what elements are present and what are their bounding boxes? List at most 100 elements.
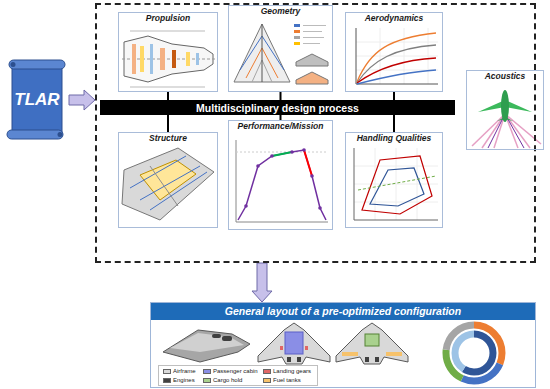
propulsion-figure-part bbox=[196, 53, 199, 65]
geometry-figure-part bbox=[303, 43, 320, 44]
mission-figure-part bbox=[236, 140, 328, 222]
handling-figure-part-part bbox=[375, 148, 376, 220]
panel-title: Performance/Mission bbox=[238, 122, 324, 132]
link-line bbox=[167, 115, 169, 132]
discipline-panel: Performance/Mission bbox=[228, 120, 333, 230]
geometry-figure-part bbox=[303, 25, 326, 26]
aerodynamics-figure-part-part bbox=[404, 28, 405, 84]
handling-figure-part bbox=[370, 168, 424, 206]
aerodynamics-figure-part-part bbox=[356, 56, 438, 57]
aerodynamics-figure-part bbox=[356, 28, 438, 84]
structure-figure-part bbox=[130, 156, 186, 188]
acoustics-figure-part bbox=[472, 114, 541, 148]
mission-figure-part bbox=[244, 148, 322, 210]
legend-swatch bbox=[263, 378, 271, 383]
discipline-panel: Propulsion bbox=[118, 12, 218, 92]
scroll-outline-part bbox=[11, 62, 16, 67]
structure-figure-part bbox=[122, 148, 214, 220]
handling-figure-part bbox=[354, 148, 438, 220]
mission-figure-part-part bbox=[256, 164, 260, 168]
link-line bbox=[393, 92, 395, 100]
mission-figure-part-part bbox=[310, 174, 314, 178]
panel-title: Acoustics bbox=[485, 72, 526, 82]
acoustics-figure-part bbox=[497, 117, 513, 121]
legend-label: Landing gears bbox=[273, 368, 311, 374]
legend-swatch bbox=[163, 369, 171, 374]
panel-title: Handling Qualities bbox=[357, 134, 432, 144]
legend-label: Cargo hold bbox=[213, 377, 242, 383]
panel-title: Structure bbox=[149, 134, 187, 144]
legend-item: Fuel tanks bbox=[263, 377, 301, 383]
legend-label: Airframe bbox=[173, 368, 196, 374]
panel-title: General layout of a pre-optimized config… bbox=[225, 303, 461, 319]
aerodynamics-figure bbox=[356, 28, 438, 84]
legend-label: Engines bbox=[173, 377, 195, 383]
structure-figure bbox=[122, 148, 214, 220]
propulsion-figure-part bbox=[172, 50, 176, 68]
legend-swatch bbox=[203, 369, 211, 374]
handling-figure-part bbox=[362, 156, 432, 214]
geometry-figure-part bbox=[303, 37, 324, 38]
geometry-figure-part bbox=[296, 72, 328, 84]
legend-item: Airframe bbox=[163, 368, 196, 374]
acoustics-figure bbox=[472, 90, 541, 148]
panel-title: Aerodynamics bbox=[365, 14, 424, 24]
flow-arrow bbox=[69, 90, 95, 110]
link-line bbox=[393, 115, 395, 132]
aerodynamics-figure-part bbox=[357, 45, 436, 83]
aerodynamics-figure-part-part bbox=[428, 28, 429, 84]
propulsion-figure-part bbox=[186, 52, 190, 66]
process-bar: Multidisciplinary design process bbox=[100, 100, 455, 115]
discipline-panel: Handling Qualities bbox=[345, 132, 443, 228]
mission-figure-part-part bbox=[318, 206, 322, 210]
link-line bbox=[167, 92, 169, 100]
input-scroll: TLAR bbox=[5, 58, 69, 142]
aerodynamics-figure-part-part bbox=[380, 28, 381, 84]
legend-swatch bbox=[263, 369, 271, 374]
propulsion-figure-part bbox=[160, 48, 165, 70]
mission-figure-part bbox=[236, 152, 328, 153]
mission-figure bbox=[236, 140, 328, 222]
propulsion-figure bbox=[122, 31, 215, 87]
panel-title: Propulsion bbox=[146, 14, 190, 24]
legend-item: Landing gears bbox=[263, 368, 311, 374]
mission-figure-part-part bbox=[244, 204, 248, 208]
mission-figure-part-part bbox=[290, 150, 294, 154]
mission-figure-part bbox=[238, 150, 326, 220]
propulsion-figure-part bbox=[132, 44, 136, 74]
legend-box: Airframe Passenger cabin Landing gearsEngi… bbox=[158, 365, 318, 386]
legend-item: Cargo hold bbox=[203, 377, 242, 383]
propulsion-figure-part bbox=[150, 44, 153, 74]
geometry-figure-part bbox=[294, 36, 300, 39]
input-label: TLAR bbox=[14, 90, 59, 110]
mission-figure-part bbox=[304, 150, 312, 176]
legend-item: Passenger cabin bbox=[203, 368, 258, 374]
propulsion-figure-part bbox=[130, 31, 205, 32]
scroll-outline-part bbox=[9, 60, 65, 69]
geometry-figure-part bbox=[294, 42, 300, 45]
handling-figure-part bbox=[358, 176, 436, 190]
discipline-panel: Aerodynamics bbox=[345, 12, 443, 92]
handling-figure bbox=[354, 148, 438, 220]
aerodynamics-figure-part bbox=[357, 58, 436, 83]
propulsion-figure-part bbox=[140, 46, 144, 72]
process-frame: Propulsion Geometry AerodynamicsMultidisci… bbox=[95, 3, 536, 263]
geometry-figure-part bbox=[294, 24, 300, 27]
legend-swatch bbox=[163, 378, 171, 383]
legend-item: Engines bbox=[163, 377, 195, 383]
geometry-figure-part bbox=[296, 54, 328, 66]
process-label: Multidisciplinary design process bbox=[196, 102, 359, 114]
geometry-figure-part bbox=[294, 30, 300, 33]
scroll-outline-part bbox=[12, 65, 62, 133]
discipline-panel: Geometry bbox=[228, 5, 333, 92]
mission-figure-part-part bbox=[302, 148, 306, 152]
geometry-figure bbox=[234, 24, 328, 84]
aerodynamics-figure-part bbox=[357, 70, 436, 84]
link-line bbox=[280, 92, 282, 100]
handling-figure-part-part bbox=[417, 148, 418, 220]
legend-label: Fuel tanks bbox=[273, 377, 301, 383]
mission-figure-part bbox=[272, 152, 292, 156]
legend-swatch bbox=[203, 378, 211, 383]
geometry-figure-part bbox=[234, 24, 290, 82]
